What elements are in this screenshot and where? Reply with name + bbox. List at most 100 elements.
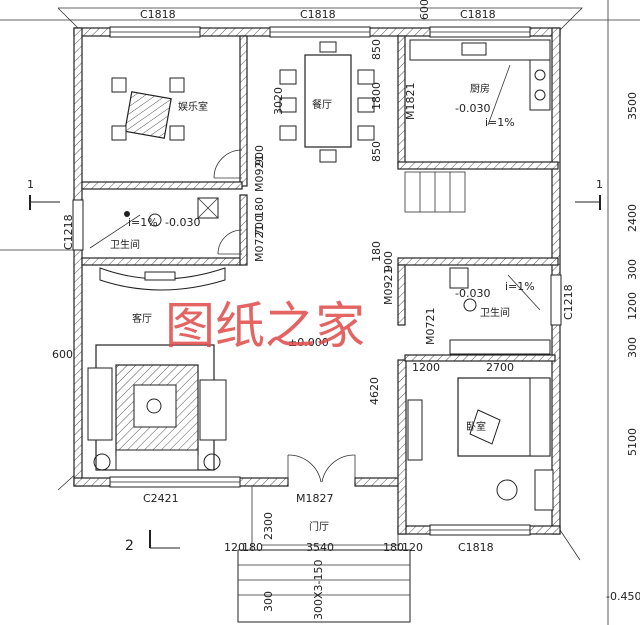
window-top-right [429,26,531,38]
wall-ent-bath [81,181,243,190]
window-top-left [109,26,201,38]
window-living-bottom [109,476,241,488]
window-label-top-left: C1818 [140,8,176,21]
window-label-left-bath: C1218 [62,214,75,250]
dim-900-b: 900 [382,251,395,272]
dim-180-b: 180 [370,241,383,262]
window-left-bath [72,199,84,251]
watermark: 图纸之家 [165,297,365,355]
staircase [404,171,466,213]
door-label-m0721: M0721 [253,225,266,263]
dim-300-r2: 300 [626,337,639,358]
dim-3540: 3540 [306,541,334,554]
room-label-foyer: 门厅 [309,520,329,533]
wall-bath-r-left [397,264,406,326]
slope-arrow-left [89,214,141,249]
window-label-bedroom: C1818 [458,541,494,554]
wall-bath-living [81,257,243,266]
room-label-bath-left: 卫生间 [110,238,140,251]
eave-corner-left [57,7,81,31]
door-label-m1827: M1827 [296,492,334,505]
room-label-bath-right: 卫生间 [480,306,510,319]
wall-stair-bottom [397,257,559,266]
dim-600-top: 600 [418,0,431,20]
window-right-bath [550,274,562,326]
bath-right-fixtures [449,267,551,355]
dim-300-step: 300 [262,591,275,612]
bath-left-level: -0.030 [165,216,200,229]
door-label-m0921-right: M0921 [382,268,395,306]
dim-300-r1: 300 [626,259,639,280]
dim-600-left: 600 [52,348,73,361]
porch [237,486,411,623]
dim-180-c: 180 [242,541,263,554]
tv-cabinet [99,267,226,291]
dim-1200: 1200 [412,361,440,374]
bed [457,377,554,511]
section-marker-bottom: 2 [125,530,180,554]
slope-arrow-kitchen [487,64,511,126]
dim-1200-r: 1200 [626,292,639,320]
outside-level: -0.450 [606,590,640,603]
dim-3500: 3500 [626,92,639,120]
section-marker-left: 1 [27,178,60,210]
dim-2700: 2700 [486,361,514,374]
dim-3020: 3020 [272,87,285,115]
section-label-bottom: 2 [125,538,134,554]
wall-bedroom-top [404,354,556,362]
door-label-m1821: M1821 [404,83,417,121]
slope-arrow-right [507,274,541,311]
wall-kitchen-bottom [397,161,559,170]
room-label-entertainment: 娱乐室 [178,100,208,113]
dim-120-a: 120 [224,541,245,554]
section-marker-right: 1 [575,178,603,210]
window-label-living: C2421 [143,492,179,505]
window-bedroom-bottom [429,524,531,536]
dim-900: 900 [253,145,266,166]
wall-bedroom-left [397,359,407,535]
dim-1800: 1800 [370,82,383,110]
kitchen-level: -0.030 [455,102,490,115]
dim-120-b: 120 [402,541,423,554]
wall-ent-dining [239,35,248,187]
kitchen-counter [409,39,551,111]
dim-5100: 5100 [626,428,639,456]
dim-180-d: 180 [383,541,404,554]
dim-2400: 2400 [626,204,639,232]
door-label-m0721-right: M0721 [424,308,437,346]
room-label-living: 客厅 [132,312,152,325]
dim-850-b: 850 [370,141,383,162]
door-entrance [287,454,356,483]
room-label-dining: 餐厅 [312,98,332,111]
dining-table [279,41,375,163]
window-top-center [269,26,371,38]
dim-850-a: 850 [370,39,383,60]
room-label-kitchen: 厨房 [470,82,490,95]
dim-700: 700 [253,215,266,236]
bath-left-fixtures [124,197,219,227]
window-label-top-right: C1818 [460,8,496,21]
mahjong-table [111,77,185,141]
window-label-right-bath: C1218 [562,284,575,320]
door-label-m0921-upper: M0921 [253,155,266,193]
dim-300x3-150: 300X3-150 [312,560,325,621]
bath-right-slope: i=1% [505,280,535,293]
wall-bottom-mid [354,477,404,487]
dim-4620: 4620 [368,377,381,405]
sofa-set [87,344,227,471]
room-label-bedroom: 卧室 [466,420,486,433]
wardrobe [407,399,423,461]
section-label-left: 1 [27,178,34,191]
kitchen-slope: i=1% [485,116,515,129]
window-label-top-center: C1818 [300,8,336,21]
bath-left-slope: i=1% [128,216,158,229]
floor-level: ±0.000 [288,336,329,349]
wall-left [73,27,83,487]
section-label-right: 1 [596,178,603,191]
dim-180-a: 180 [253,197,266,218]
bath-right-level: -0.030 [455,287,490,300]
door-ent-room [213,149,243,179]
door-bath-left [217,229,243,255]
dim-2300: 2300 [262,512,275,540]
